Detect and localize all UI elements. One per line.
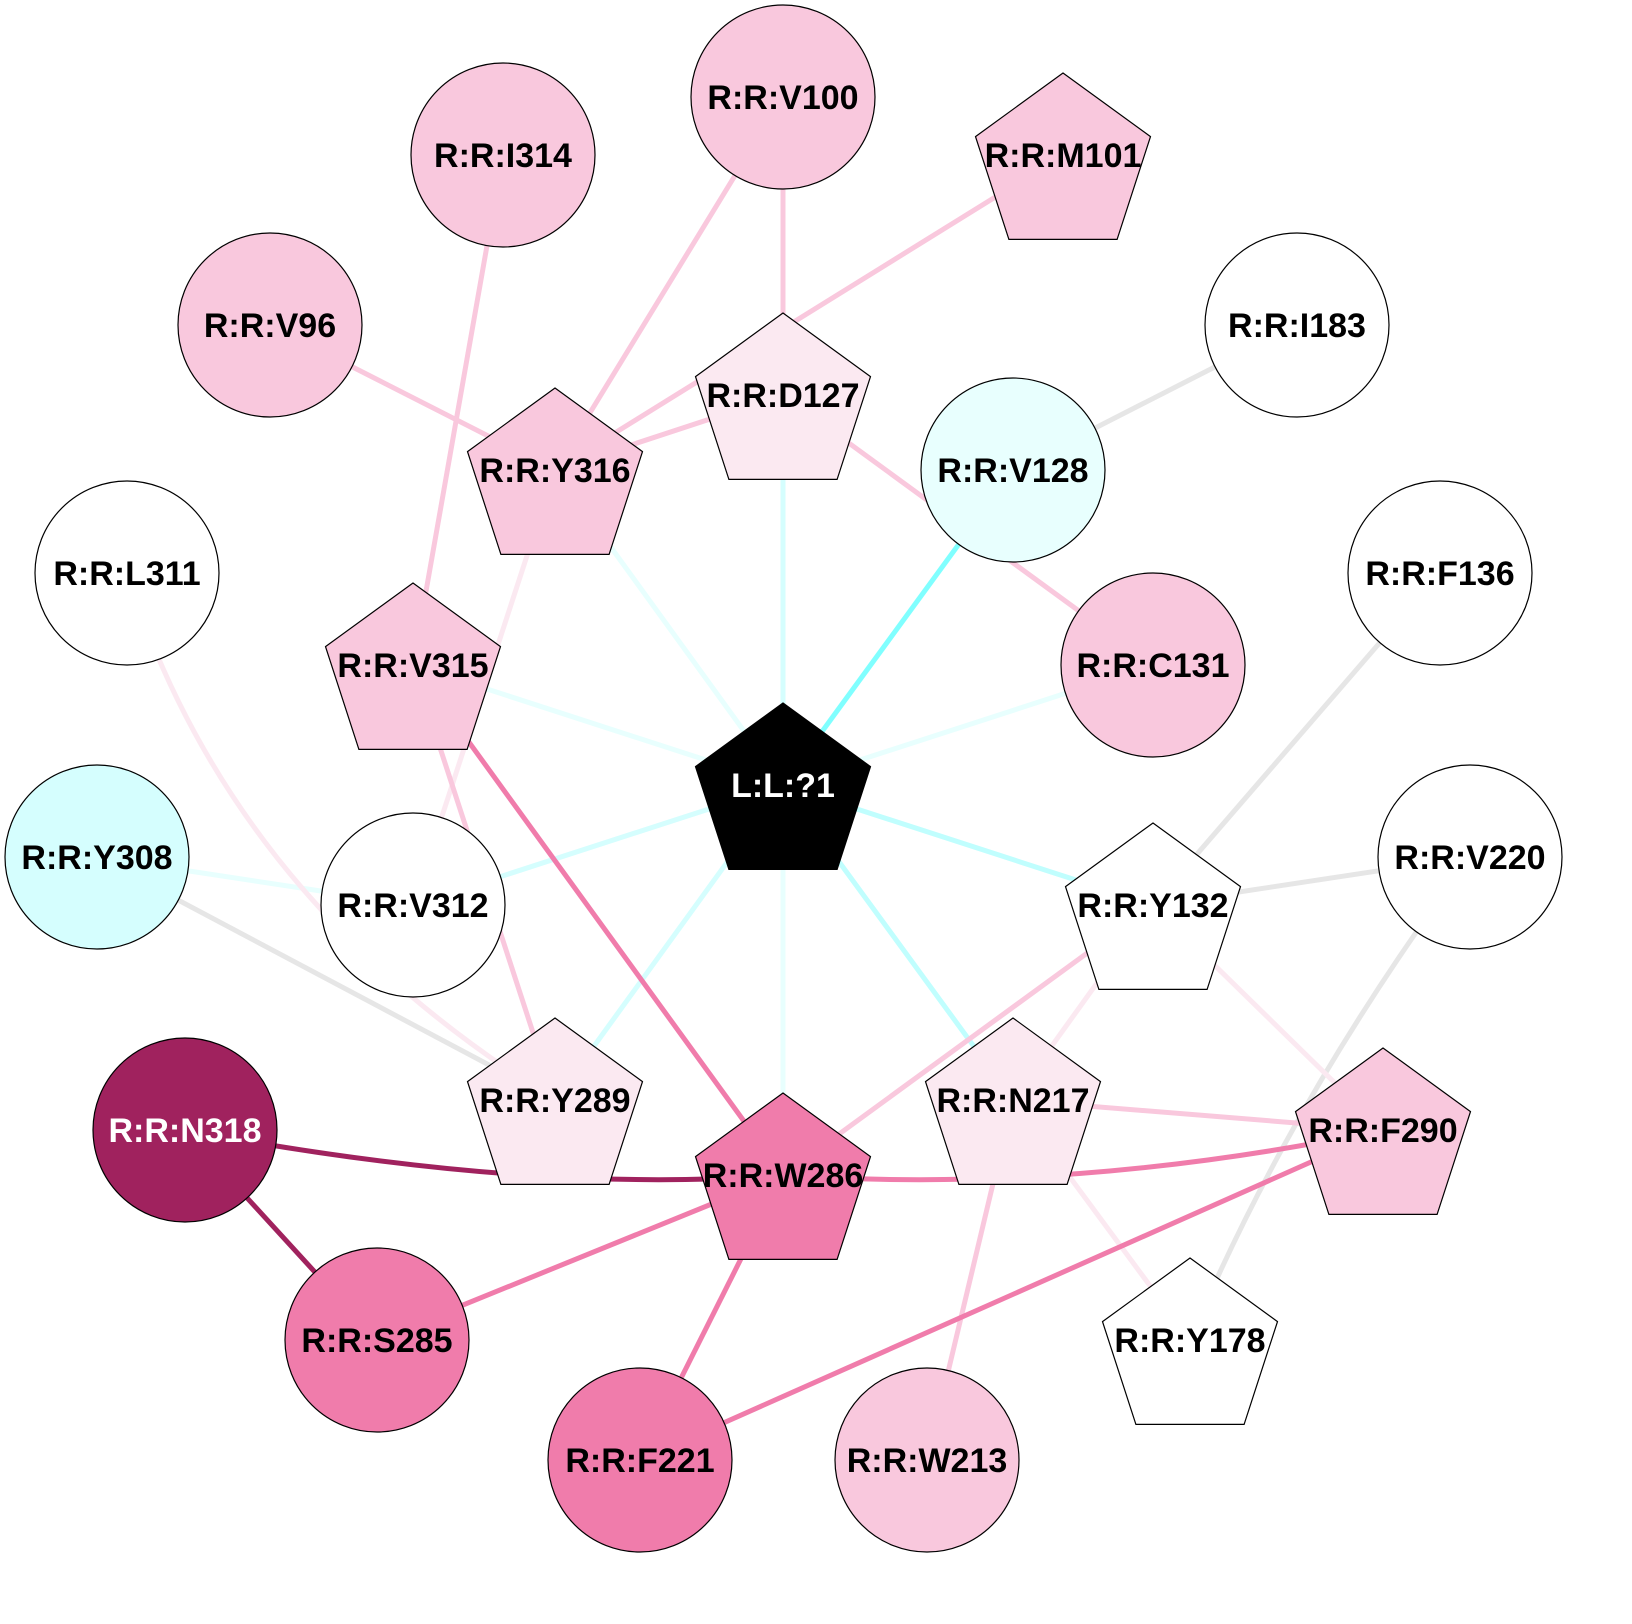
node-v315[interactable]: R:R:V315 bbox=[324, 582, 502, 751]
pentagon-shape bbox=[694, 312, 872, 480]
pentagon-shape bbox=[924, 1017, 1102, 1186]
node-l1[interactable]: L:L:?1 bbox=[694, 702, 872, 871]
circle-shape bbox=[1060, 572, 1246, 758]
node-label: R:R:D127 bbox=[706, 377, 859, 415]
node-f221[interactable]: R:R:F221 bbox=[547, 1367, 733, 1553]
circle-shape bbox=[284, 1247, 470, 1433]
node-n217[interactable]: R:R:N217 bbox=[924, 1017, 1102, 1186]
node-w286[interactable]: R:R:W286 bbox=[694, 1092, 872, 1261]
node-f136[interactable]: R:R:F136 bbox=[1347, 480, 1533, 666]
circle-shape bbox=[4, 764, 190, 950]
circle-shape bbox=[1347, 480, 1533, 666]
node-w213[interactable]: R:R:W213 bbox=[834, 1367, 1020, 1553]
node-label: R:R:F136 bbox=[1365, 555, 1514, 593]
node-y308[interactable]: R:R:Y308 bbox=[4, 764, 190, 950]
circle-shape bbox=[547, 1367, 733, 1553]
node-m101[interactable]: R:R:M101 bbox=[974, 72, 1152, 240]
node-label: R:R:W213 bbox=[847, 1442, 1008, 1480]
edge-f221-f290 bbox=[638, 1127, 1385, 1463]
node-v96[interactable]: R:R:V96 bbox=[177, 232, 363, 418]
circle-shape bbox=[92, 1037, 278, 1223]
node-label: L:L:?1 bbox=[731, 767, 835, 805]
node-label: R:R:V315 bbox=[337, 647, 488, 685]
node-i183[interactable]: R:R:I183 bbox=[1204, 232, 1390, 418]
node-label: R:R:F290 bbox=[1308, 1112, 1457, 1150]
node-label: R:R:Y178 bbox=[1114, 1322, 1265, 1360]
node-label: R:R:V128 bbox=[937, 452, 1088, 490]
edge-m101-y316 bbox=[553, 152, 1065, 473]
node-label: R:R:L311 bbox=[53, 555, 200, 593]
node-l311[interactable]: R:R:L311 bbox=[34, 480, 220, 666]
edge-l311-y289 bbox=[124, 572, 557, 1103]
node-label: R:R:I314 bbox=[434, 137, 572, 175]
node-c131[interactable]: R:R:C131 bbox=[1060, 572, 1246, 758]
node-y178[interactable]: R:R:Y178 bbox=[1101, 1257, 1279, 1426]
circle-shape bbox=[320, 812, 506, 998]
circle-shape bbox=[834, 1367, 1020, 1553]
node-label: R:R:Y316 bbox=[479, 452, 630, 490]
node-label: R:R:F221 bbox=[565, 1442, 714, 1480]
node-d127[interactable]: R:R:D127 bbox=[694, 312, 872, 480]
circle-shape bbox=[1204, 232, 1390, 418]
pentagon-shape bbox=[1101, 1257, 1279, 1426]
pentagon-shape bbox=[974, 72, 1152, 240]
pentagon-shape bbox=[324, 582, 502, 751]
node-label: R:R:V96 bbox=[204, 307, 336, 345]
node-label: R:R:C131 bbox=[1076, 647, 1229, 685]
node-y132[interactable]: R:R:Y132 bbox=[1064, 822, 1242, 991]
pentagon-shape bbox=[694, 1092, 872, 1261]
node-label: R:R:W286 bbox=[703, 1157, 864, 1195]
node-v312[interactable]: R:R:V312 bbox=[320, 812, 506, 998]
pentagon-shape bbox=[466, 1017, 644, 1186]
node-v128[interactable]: R:R:V128 bbox=[920, 377, 1106, 563]
node-f290[interactable]: R:R:F290 bbox=[1294, 1047, 1472, 1216]
node-s285[interactable]: R:R:S285 bbox=[284, 1247, 470, 1433]
node-label: R:R:N318 bbox=[108, 1112, 261, 1150]
node-v220[interactable]: R:R:V220 bbox=[1377, 764, 1563, 950]
circle-shape bbox=[177, 232, 363, 418]
node-label: R:R:Y289 bbox=[479, 1082, 630, 1120]
node-label: R:R:Y308 bbox=[21, 839, 172, 877]
node-y289[interactable]: R:R:Y289 bbox=[466, 1017, 644, 1186]
node-n318[interactable]: R:R:N318 bbox=[92, 1037, 278, 1223]
circle-shape bbox=[920, 377, 1106, 563]
node-label: R:R:V220 bbox=[1394, 839, 1545, 877]
node-label: R:R:V312 bbox=[337, 887, 488, 925]
circle-shape bbox=[690, 4, 876, 190]
node-v100[interactable]: R:R:V100 bbox=[690, 4, 876, 190]
circle-shape bbox=[410, 62, 596, 248]
node-label: R:R:M101 bbox=[985, 137, 1142, 175]
node-label: R:R:S285 bbox=[301, 1322, 452, 1360]
edge-v315-w286 bbox=[410, 663, 786, 1177]
pentagon-shape bbox=[694, 702, 872, 871]
node-label: R:R:N217 bbox=[936, 1082, 1089, 1120]
node-label: R:R:V100 bbox=[707, 79, 858, 117]
node-label: R:R:Y132 bbox=[1077, 887, 1228, 925]
pentagon-shape bbox=[1064, 822, 1242, 991]
pentagon-shape bbox=[1294, 1047, 1472, 1216]
node-label: R:R:I183 bbox=[1228, 307, 1366, 345]
node-y316[interactable]: R:R:Y316 bbox=[466, 387, 644, 556]
circle-shape bbox=[1377, 764, 1563, 950]
node-i314[interactable]: R:R:I314 bbox=[410, 62, 596, 248]
pentagon-shape bbox=[466, 387, 644, 556]
circle-shape bbox=[34, 480, 220, 666]
